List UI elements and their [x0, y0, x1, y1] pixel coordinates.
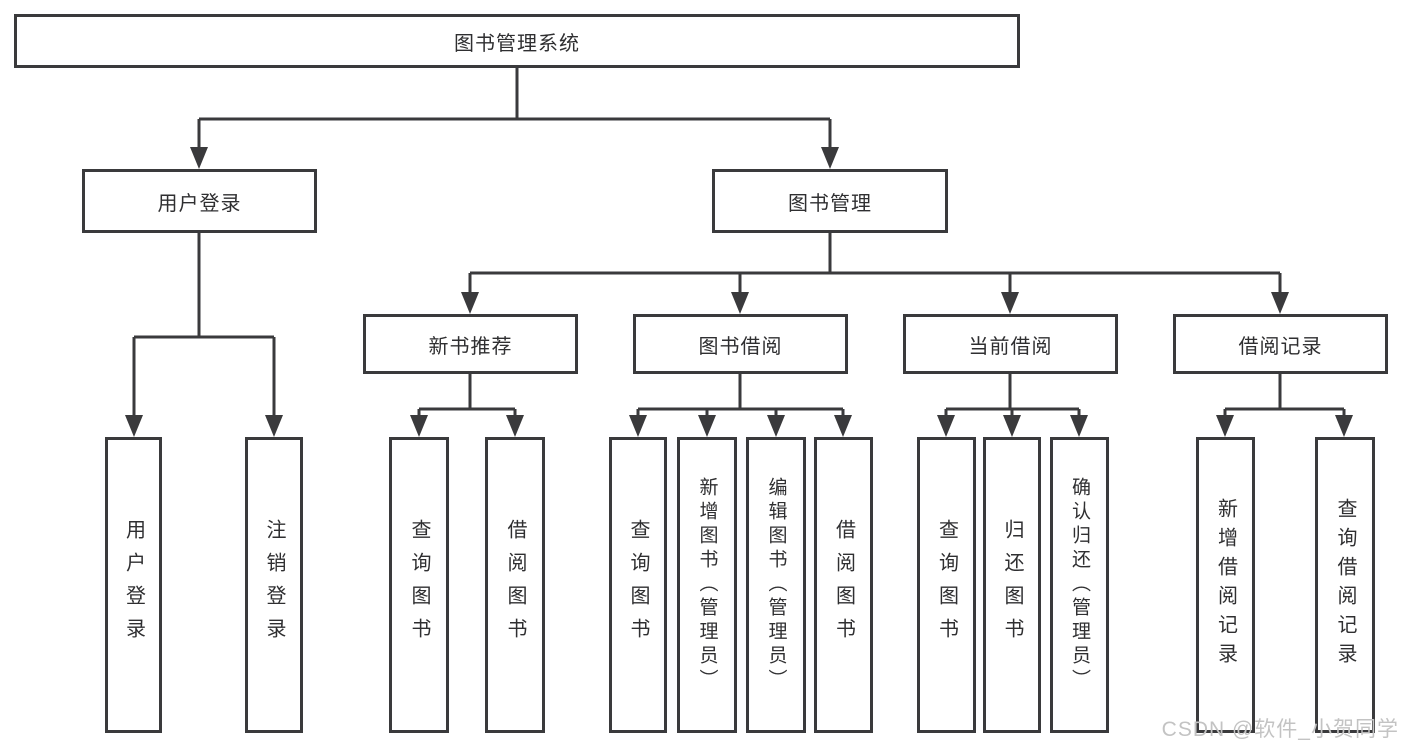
arrowhead-icons [125, 147, 1353, 437]
leaf-confirm-return-admin: 确认归还（管理员） [1050, 437, 1109, 733]
node-label: 新书推荐 [428, 335, 513, 358]
node-label: 借阅图书 [504, 519, 526, 651]
leaf-borrow-books-recommend: 借阅图书 [485, 437, 545, 733]
node-current-borrowing: 当前借阅 [903, 314, 1118, 374]
node-label: 查询图书 [935, 519, 958, 651]
node-label: 归还图书 [1001, 519, 1023, 651]
node-label: 确认归还（管理员） [1069, 477, 1090, 693]
leaf-borrow-books-borrowing: 借阅图书 [814, 437, 873, 733]
node-label: 借阅记录 [1238, 335, 1323, 358]
leaf-user-login: 用户登录 [105, 437, 162, 733]
node-label: 查询图书 [408, 519, 430, 651]
node-label: 用户登录 [157, 192, 242, 215]
node-label: 图书管理 [788, 192, 872, 215]
node-new-book-recommendation: 新书推荐 [363, 314, 578, 374]
node-library-management-system: 图书管理系统 [14, 14, 1020, 68]
leaf-edit-books-admin: 编辑图书（管理员） [746, 437, 806, 733]
node-label: 用户登录 [122, 519, 145, 651]
node-label: 新增借阅记录 [1214, 498, 1237, 672]
leaf-add-borrow-record: 新增借阅记录 [1196, 437, 1255, 733]
node-label: 编辑图书（管理员） [765, 477, 787, 693]
node-label: 新增图书（管理员） [696, 477, 718, 693]
node-book-borrowing: 图书借阅 [633, 314, 848, 374]
leaf-query-books-borrowing: 查询图书 [609, 437, 667, 733]
node-label: 查询图书 [627, 519, 649, 651]
csdn-watermark: CSDN @软件_小贺同学 [1161, 718, 1399, 741]
node-label: 图书管理系统 [454, 32, 580, 55]
node-label: 图书借阅 [698, 335, 783, 358]
leaf-query-books-recommend: 查询图书 [389, 437, 449, 733]
node-borrowing-records: 借阅记录 [1173, 314, 1388, 374]
node-label: 当前借阅 [968, 335, 1053, 358]
node-label: 借阅图书 [832, 519, 855, 651]
node-book-management: 图书管理 [712, 169, 948, 233]
leaf-logout: 注销登录 [245, 437, 303, 733]
tree-edges [132, 68, 1346, 416]
node-user-login: 用户登录 [82, 169, 317, 233]
node-label: 注销登录 [263, 519, 285, 651]
leaf-query-books-current: 查询图书 [917, 437, 976, 733]
leaf-add-books-admin: 新增图书（管理员） [677, 437, 737, 733]
leaf-return-books: 归还图书 [983, 437, 1041, 733]
node-label: 查询借阅记录 [1334, 498, 1356, 672]
leaf-query-borrow-record: 查询借阅记录 [1315, 437, 1375, 733]
